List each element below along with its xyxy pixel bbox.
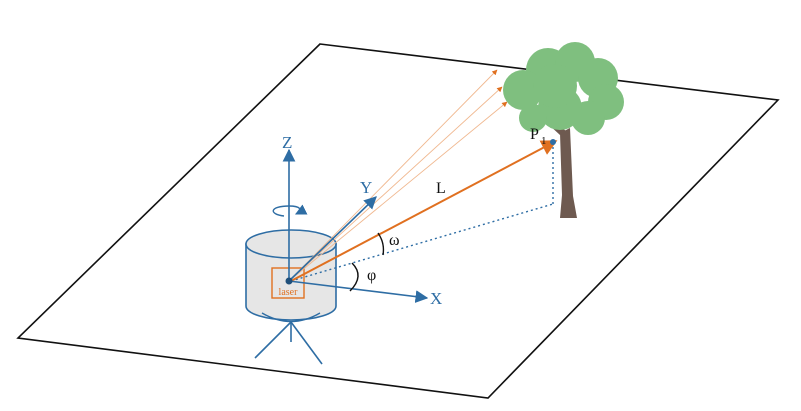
tree [503, 42, 624, 218]
scanner-origin [285, 277, 293, 285]
phi-label: φ [367, 267, 376, 284]
axes [282, 148, 429, 303]
tripod [254, 321, 323, 365]
distance-label: L [436, 180, 446, 197]
x-axis [288, 280, 429, 303]
x-axis-label: X [430, 289, 442, 308]
y-axis-label: Y [360, 178, 372, 197]
scanner-body [245, 229, 337, 323]
rotation-arrow-icon [272, 204, 308, 217]
scan-rays [288, 69, 508, 282]
z-axis-label: Z [282, 133, 292, 152]
omega-arc [377, 232, 385, 256]
laser-beam [290, 140, 558, 282]
y-axis [288, 196, 377, 282]
laser-label: laser [279, 287, 299, 298]
point-subscript: 1 [541, 135, 547, 147]
point-label: P [530, 126, 539, 143]
omega-label: ω [389, 232, 400, 249]
ground-plane [16, 43, 780, 399]
phi-arc [349, 262, 359, 292]
target-point [550, 139, 556, 145]
tree-foliage [503, 42, 624, 135]
tree-trunk [560, 128, 577, 218]
